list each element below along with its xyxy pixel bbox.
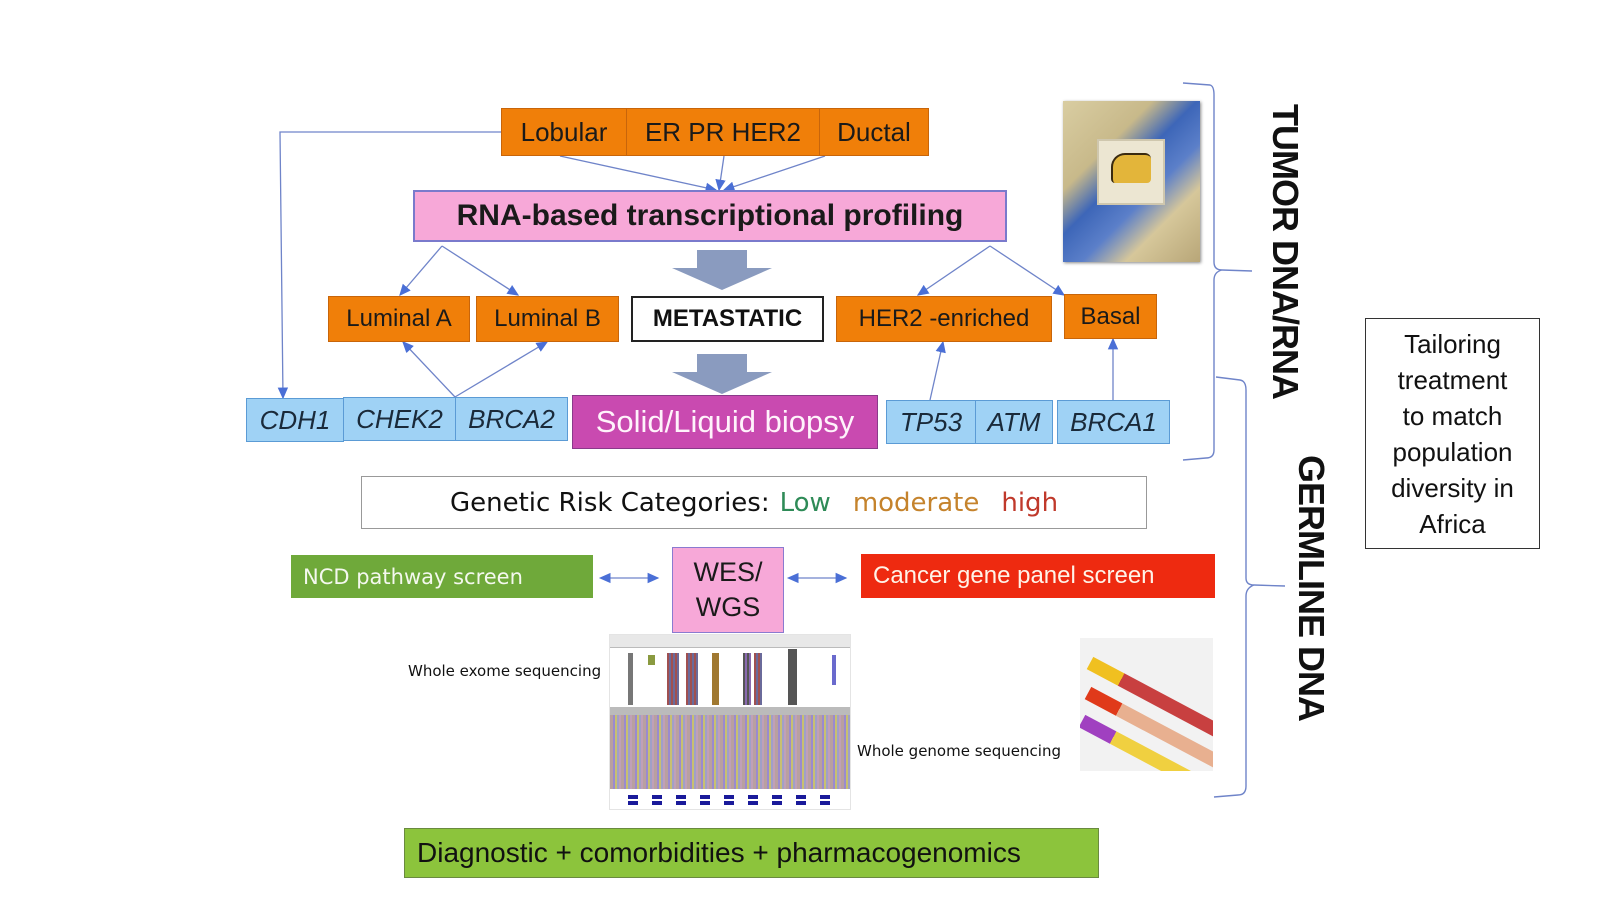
receptors-box: ER PR HER2 <box>626 108 820 156</box>
connector-chek2-luminal-a <box>402 341 456 398</box>
risk-moderate: moderate <box>852 487 980 518</box>
cancer-gene-panel-screen: Cancer gene panel screen <box>861 554 1215 598</box>
connector-chek2-luminal-b <box>454 341 549 398</box>
gene-atm: ATM <box>975 400 1053 444</box>
wgs-label: WGS <box>695 592 761 622</box>
tailoring-line: treatment <box>1397 364 1508 395</box>
risk-high: high <box>1001 487 1059 518</box>
blood-tubes-image <box>1080 638 1213 771</box>
biopsy-box: Solid/Liquid biopsy <box>572 395 878 449</box>
lobular-box: Lobular <box>501 108 627 156</box>
her2-enriched-box: HER2 -enriched <box>836 296 1052 342</box>
ncd-pathway-screen: NCD pathway screen <box>291 555 593 598</box>
bottom-banner: Diagnostic + comorbidities + pharmacogen… <box>404 828 1099 878</box>
connector-profiling-basal <box>989 245 1066 296</box>
connector-profiling-luminal-b <box>441 245 520 296</box>
connector-profiling-her2 <box>916 245 991 296</box>
risk-label: Genetic Risk Categories: <box>449 487 770 518</box>
genome-ruler <box>610 635 850 648</box>
connector-receptors-profiling <box>715 155 726 192</box>
tumor-tissue-image <box>1063 101 1200 262</box>
germline-dna-label-wrap: GERMLINE DNA <box>1291 455 1334 765</box>
luminal-b-box: Luminal B <box>476 296 619 342</box>
basal-box: Basal <box>1064 294 1157 339</box>
gene-brca1: BRCA1 <box>1057 400 1170 444</box>
gene-tp53: TP53 <box>886 400 976 444</box>
gene-brca2: BRCA2 <box>455 397 568 441</box>
whole-genome-label: Whole genome sequencing <box>857 742 1061 760</box>
brace-tumor <box>1182 82 1253 461</box>
gene-cdh1: CDH1 <box>246 398 344 442</box>
connector-tp53-her2 <box>929 340 946 401</box>
tissue-cassette <box>1097 139 1165 205</box>
tailoring-line: population <box>1392 436 1513 467</box>
risk-categories-box: Genetic Risk Categories: Low moderate hi… <box>361 476 1147 529</box>
gene-track <box>628 795 838 799</box>
whole-exome-label: Whole exome sequencing <box>408 662 602 680</box>
read-alignments <box>610 715 850 789</box>
germline-dna-label: GERMLINE DNA <box>1291 455 1332 721</box>
ductal-box: Ductal <box>819 108 929 156</box>
wes-label: WES/ <box>693 557 763 587</box>
tailoring-box: Tailoring treatment to match population … <box>1365 318 1540 549</box>
brace-germline <box>1213 376 1286 798</box>
metastatic-box: METASTATIC <box>631 296 824 342</box>
connector-profiling-luminal-a <box>399 245 443 296</box>
connector-lobular-profiling <box>559 155 718 193</box>
gene-chek2: CHEK2 <box>343 397 456 441</box>
down-arrow-icon <box>672 354 772 394</box>
risk-low: Low <box>779 487 831 518</box>
wes-wgs-box: WES/ WGS <box>672 547 784 633</box>
luminal-a-box: Luminal A <box>328 296 470 342</box>
tailoring-line: Tailoring <box>1404 328 1501 359</box>
tumor-dna-rna-label-wrap: TUMOR DNA/RNA <box>1265 104 1308 444</box>
tailoring-line: to match <box>1402 400 1503 431</box>
down-arrow-icon <box>672 250 772 290</box>
tailoring-line: diversity in <box>1391 472 1514 503</box>
sequencing-image <box>609 634 851 810</box>
connector-ductal-profiling <box>722 155 826 192</box>
rna-profiling-box: RNA-based transcriptional profiling <box>413 190 1007 242</box>
tailoring-line: Africa <box>1419 508 1486 539</box>
connector-lobular-cdh1 <box>277 131 501 400</box>
tumor-dna-rna-label: TUMOR DNA/RNA <box>1265 104 1306 399</box>
